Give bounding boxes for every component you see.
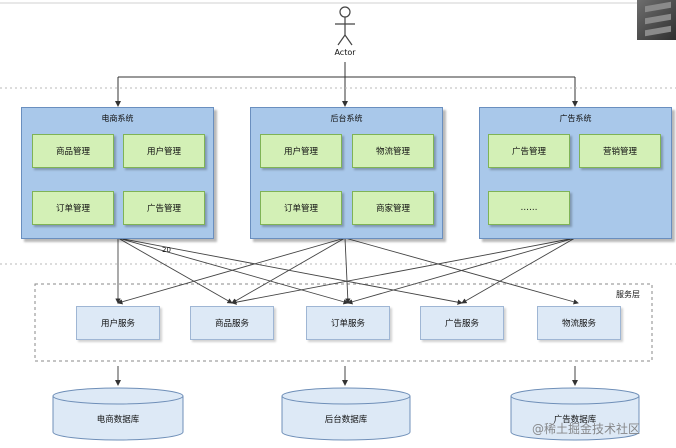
system-title: 后台系统	[330, 114, 363, 123]
database-cylinder-2	[281, 387, 411, 441]
service-box: 商品服务	[190, 306, 274, 340]
module-box: 商家管理	[352, 191, 434, 225]
corner-thumbnail	[637, 0, 676, 40]
module-box: ……	[488, 191, 570, 225]
service-box: 用户服务	[76, 306, 160, 340]
edge-annotation: 20	[162, 246, 171, 254]
module-box: 广告管理	[488, 134, 570, 168]
system-ecommerce: 电商系统 商品管理 用户管理 订单管理 广告管理	[21, 107, 214, 239]
service-layer-label: 服务层	[616, 290, 640, 299]
system-title: 电商系统	[101, 114, 134, 123]
database-label: 广告数据库	[553, 415, 597, 425]
database-label: 电商数据库	[96, 415, 140, 425]
service-box: 订单服务	[306, 306, 390, 340]
database-label: 后台数据库	[324, 415, 368, 425]
service-layer-frame	[34, 283, 653, 362]
module-box: 广告管理	[123, 191, 205, 225]
module-box: 用户管理	[260, 134, 342, 168]
system-title: 广告系统	[559, 114, 592, 123]
actor-icon	[335, 6, 355, 46]
service-box: 物流服务	[537, 306, 621, 340]
module-box: 营销管理	[579, 134, 661, 168]
module-box: 订单管理	[32, 191, 114, 225]
system-ads: 广告系统 广告管理 营销管理 ……	[479, 107, 672, 239]
module-box: 物流管理	[352, 134, 434, 168]
system-backend: 后台系统 用户管理 物流管理 订单管理 商家管理	[250, 107, 443, 239]
actor-label: Actor	[334, 48, 356, 57]
module-box: 用户管理	[123, 134, 205, 168]
module-box: 商品管理	[32, 134, 114, 168]
service-box: 广告服务	[420, 306, 504, 340]
module-box: 订单管理	[260, 191, 342, 225]
database-cylinder-1	[52, 387, 184, 441]
watermark: @稀土掘金技术社区	[532, 422, 641, 436]
database-cylinder-3	[510, 387, 640, 441]
